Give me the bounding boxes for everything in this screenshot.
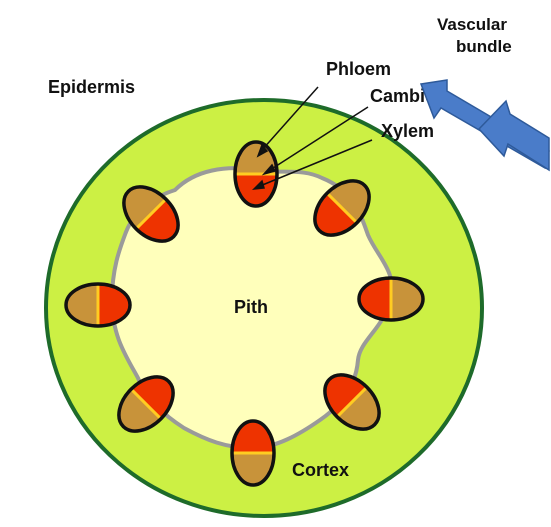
phloem-label: Phloem bbox=[326, 59, 391, 79]
xylem-label: Xylem bbox=[381, 121, 434, 141]
vascular-bundle-label-line2: bundle bbox=[456, 37, 512, 56]
cortex-label: Cortex bbox=[292, 460, 349, 480]
vascular-bundle bbox=[66, 284, 130, 326]
pith-label: Pith bbox=[234, 297, 268, 317]
vascular-bundle bbox=[232, 421, 274, 485]
vascular-bundle bbox=[235, 142, 277, 206]
arrow-up-left-icon bbox=[421, 80, 549, 170]
vascular-bundle bbox=[359, 278, 423, 320]
pointer-arrow-to-xylem bbox=[479, 101, 549, 170]
epidermis-label: Epidermis bbox=[48, 77, 135, 97]
vascular-bundle-label-line1: Vascular bbox=[437, 15, 507, 34]
